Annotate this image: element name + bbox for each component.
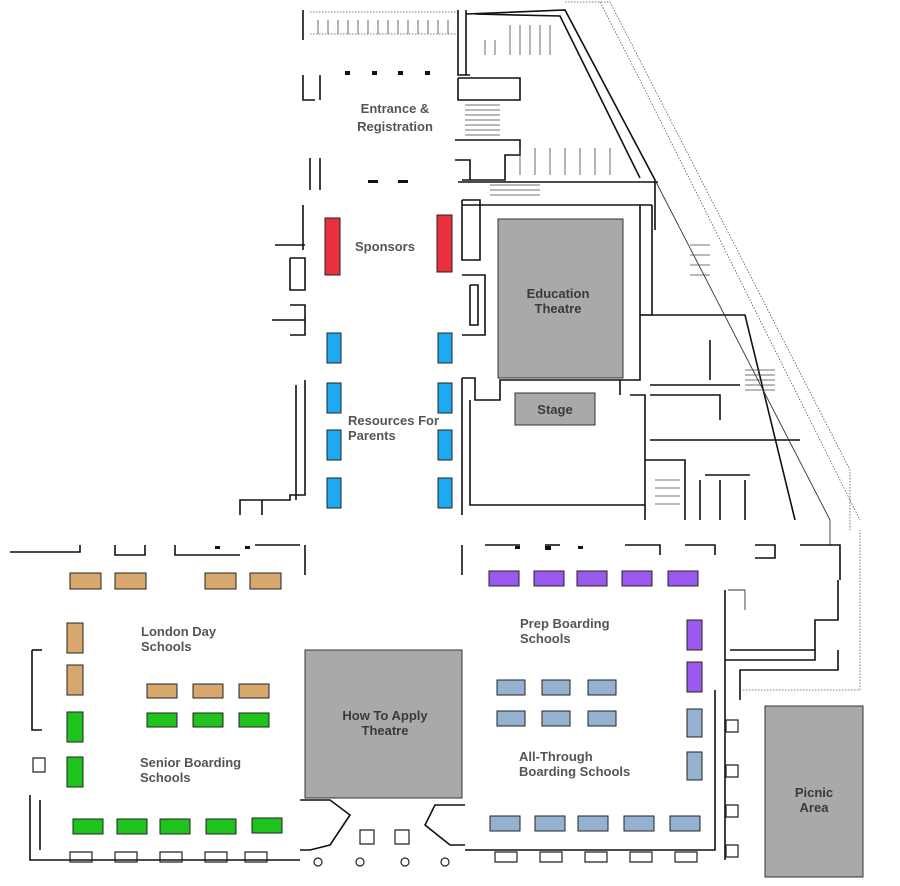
london-day-stand [204, 572, 237, 590]
london-day-stand [238, 683, 270, 699]
prep-boarding-stand [686, 619, 703, 651]
all-through-stand [686, 708, 703, 738]
sponsors-stand [324, 217, 341, 276]
sponsors-label: Sponsors [355, 239, 415, 254]
stairwells [317, 20, 775, 505]
prep-boarding-stand [667, 570, 699, 587]
all-through-stand [587, 710, 617, 727]
resources-stand [326, 477, 342, 509]
education-theatre-room [497, 218, 624, 379]
picnic-area-room [764, 705, 864, 878]
senior-boarding-stand [251, 817, 283, 834]
london-day-stand [69, 572, 102, 590]
stage-room [514, 392, 596, 426]
london-day-stand [114, 572, 147, 590]
prep-boarding-stand [533, 570, 565, 587]
senior-boarding-stand [66, 711, 84, 743]
all-through-stand [534, 815, 566, 832]
london-day-stand [66, 664, 84, 696]
resources-stand [437, 477, 453, 509]
sponsors-stand [436, 214, 453, 273]
all-through-stand [541, 710, 571, 727]
all-through-stand [541, 679, 571, 696]
all-through-stand [577, 815, 609, 832]
entrance-registration-label: Entrance &Registration [357, 101, 433, 134]
senior-boarding-stand [146, 712, 178, 728]
senior-boarding-stand [192, 712, 224, 728]
resources-stand [437, 429, 453, 461]
all-through-stand [623, 815, 655, 832]
senior-boarding-stand [205, 818, 237, 835]
resources-stand [437, 382, 453, 414]
resources-stand [326, 429, 342, 461]
pillars [215, 71, 583, 550]
all-through-stand [489, 815, 521, 832]
london-day-stand [146, 683, 178, 699]
london-day-stand [249, 572, 282, 590]
london-day-stand [66, 622, 84, 654]
resources-stand [326, 382, 342, 414]
zone-labels: Entrance &Registration Sponsors Resource… [140, 101, 630, 785]
resources-stand [326, 332, 342, 364]
senior-boarding-stand [238, 712, 270, 728]
all-through-stand [686, 751, 703, 781]
how-to-apply-theatre-room [304, 649, 463, 799]
resources-stand [437, 332, 453, 364]
london-day-stand [192, 683, 224, 699]
prep-boarding-stand [488, 570, 520, 587]
all-through-stand [496, 710, 526, 727]
stage-label: Stage [537, 402, 572, 417]
senior-boarding-stand [72, 818, 104, 835]
all-through-stand [669, 815, 701, 832]
seating-row [32, 719, 739, 867]
senior-boarding-stand [116, 818, 148, 835]
senior-boarding-stand [159, 818, 191, 835]
building-walls [10, 1, 861, 861]
prep-boarding-stand [621, 570, 653, 587]
senior-boarding-stand [66, 756, 84, 788]
all-through-stand [587, 679, 617, 696]
prep-boarding-stand [686, 661, 703, 693]
all-through-stand [496, 679, 526, 696]
prep-boarding-stand [576, 570, 608, 587]
exhibitor-stands [66, 214, 703, 835]
